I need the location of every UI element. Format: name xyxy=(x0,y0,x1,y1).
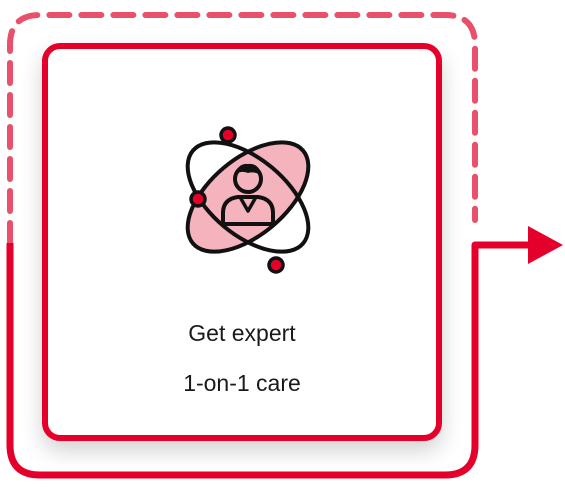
solid-flow-line xyxy=(6,241,530,479)
card-caption-line1: Get expert xyxy=(188,320,296,346)
dashed-frame xyxy=(7,12,478,246)
electron-dot xyxy=(267,256,285,274)
atom-doctor-icon xyxy=(185,126,311,274)
arrow-head-icon xyxy=(528,226,563,264)
icon-container xyxy=(168,117,328,277)
electron-dot xyxy=(189,190,207,208)
card-caption-line2: 1-on-1 care xyxy=(183,370,301,396)
electron-dot xyxy=(219,126,237,144)
feature-card: Get expert 1-on-1 care xyxy=(42,43,442,441)
